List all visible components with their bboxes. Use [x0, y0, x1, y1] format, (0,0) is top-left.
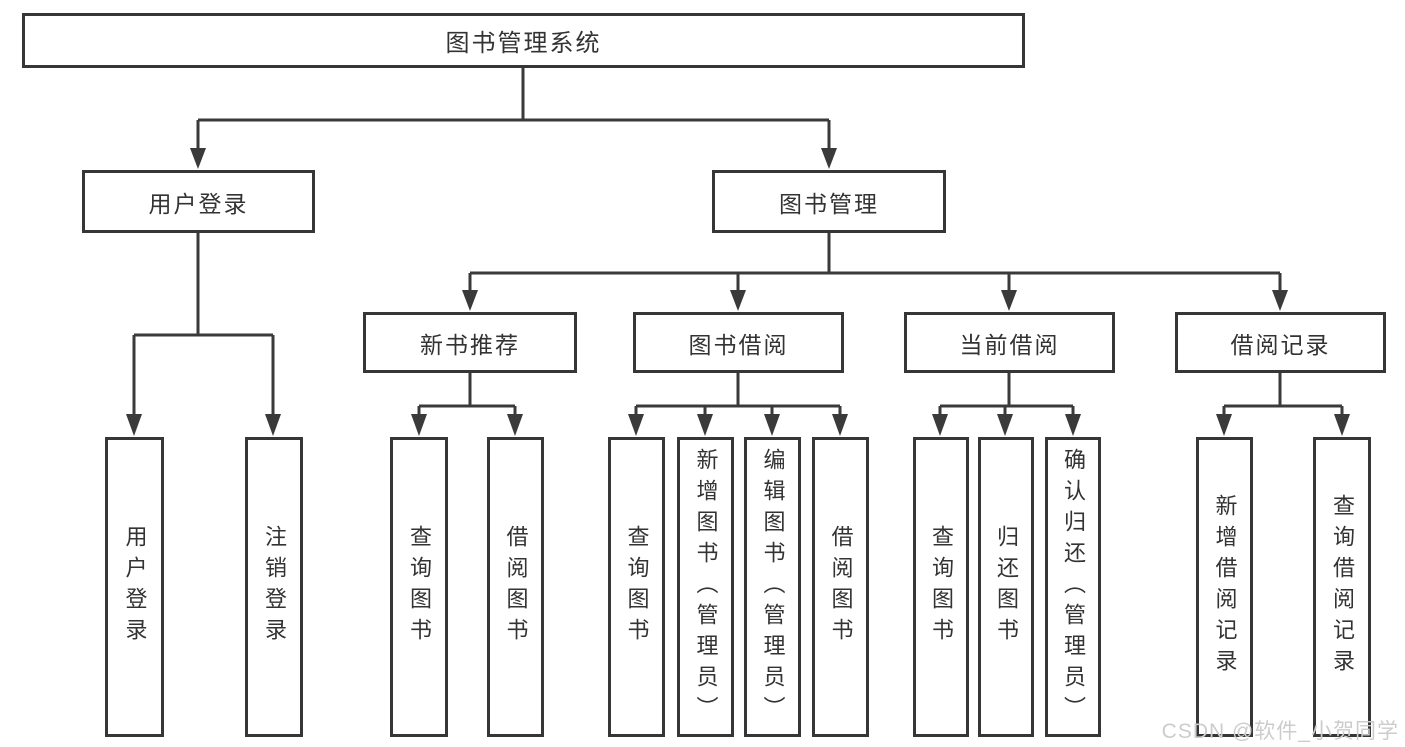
arrow-down-icon	[697, 414, 713, 436]
leaf-borrow-query-books: 查询图书	[608, 437, 665, 737]
arrow-down-icon	[997, 414, 1013, 436]
arrow-down-icon	[1334, 414, 1350, 436]
leaf-borrow-borrow-books: 借阅图书	[812, 437, 869, 737]
watermark: CSDN @软件_小贺同学	[1161, 720, 1399, 743]
arrow-down-icon	[507, 414, 523, 436]
connector-currentborrow-to-leaves	[932, 373, 1081, 436]
node-book-borrowing: 图书借阅	[633, 312, 844, 373]
node-borrowing-records: 借阅记录	[1175, 312, 1386, 373]
arrow-down-icon	[462, 290, 478, 311]
arrow-down-icon	[764, 414, 780, 436]
node-library-system: 图书管理系统	[22, 13, 1025, 68]
leaf-newrec-query-books: 查询图书	[390, 437, 448, 737]
arrow-down-icon	[932, 414, 948, 436]
arrow-down-icon	[821, 148, 837, 169]
arrow-down-icon	[628, 414, 644, 436]
leaf-borrow-edit-books-admin: 编辑图书（管理员）	[744, 437, 801, 737]
arrow-down-icon	[411, 414, 427, 436]
node-current-borrowing: 当前借阅	[904, 312, 1115, 373]
leaf-record-query-borrow-record: 查询借阅记录	[1313, 437, 1371, 737]
arrow-down-icon	[126, 414, 142, 436]
connector-bookmgmt-to-level3	[462, 232, 1288, 311]
arrow-down-icon	[730, 290, 746, 311]
arrow-down-icon	[1272, 290, 1288, 311]
connector-userlogin-to-leaves	[126, 233, 281, 436]
connector-borrowrecord-to-leaves	[1216, 373, 1350, 436]
leaf-logout: 注销登录	[245, 437, 303, 737]
connector-bookborrow-to-leaves	[628, 373, 848, 436]
leaf-current-query-books: 查询图书	[913, 437, 969, 737]
arrow-down-icon	[1216, 414, 1232, 436]
leaf-user-login: 用户登录	[105, 437, 164, 737]
node-new-book-recommend: 新书推荐	[363, 312, 577, 373]
connector-newbookrec-to-leaves	[411, 373, 523, 436]
arrow-down-icon	[265, 414, 281, 436]
connector-root-to-level2	[190, 67, 837, 169]
arrow-down-icon	[190, 148, 206, 169]
node-user-login: 用户登录	[82, 170, 315, 233]
arrow-down-icon	[832, 414, 848, 436]
leaf-current-confirm-return-admin: 确认归还（管理员）	[1045, 437, 1101, 737]
node-book-management: 图书管理	[712, 170, 946, 233]
leaf-borrow-add-books-admin: 新增图书（管理员）	[677, 437, 734, 737]
leaf-newrec-borrow-books: 借阅图书	[487, 437, 544, 737]
arrow-down-icon	[1065, 414, 1081, 436]
leaf-record-add-borrow-record: 新增借阅记录	[1196, 437, 1253, 737]
arrow-down-icon	[1001, 290, 1017, 311]
leaf-current-return-books: 归还图书	[978, 437, 1034, 737]
